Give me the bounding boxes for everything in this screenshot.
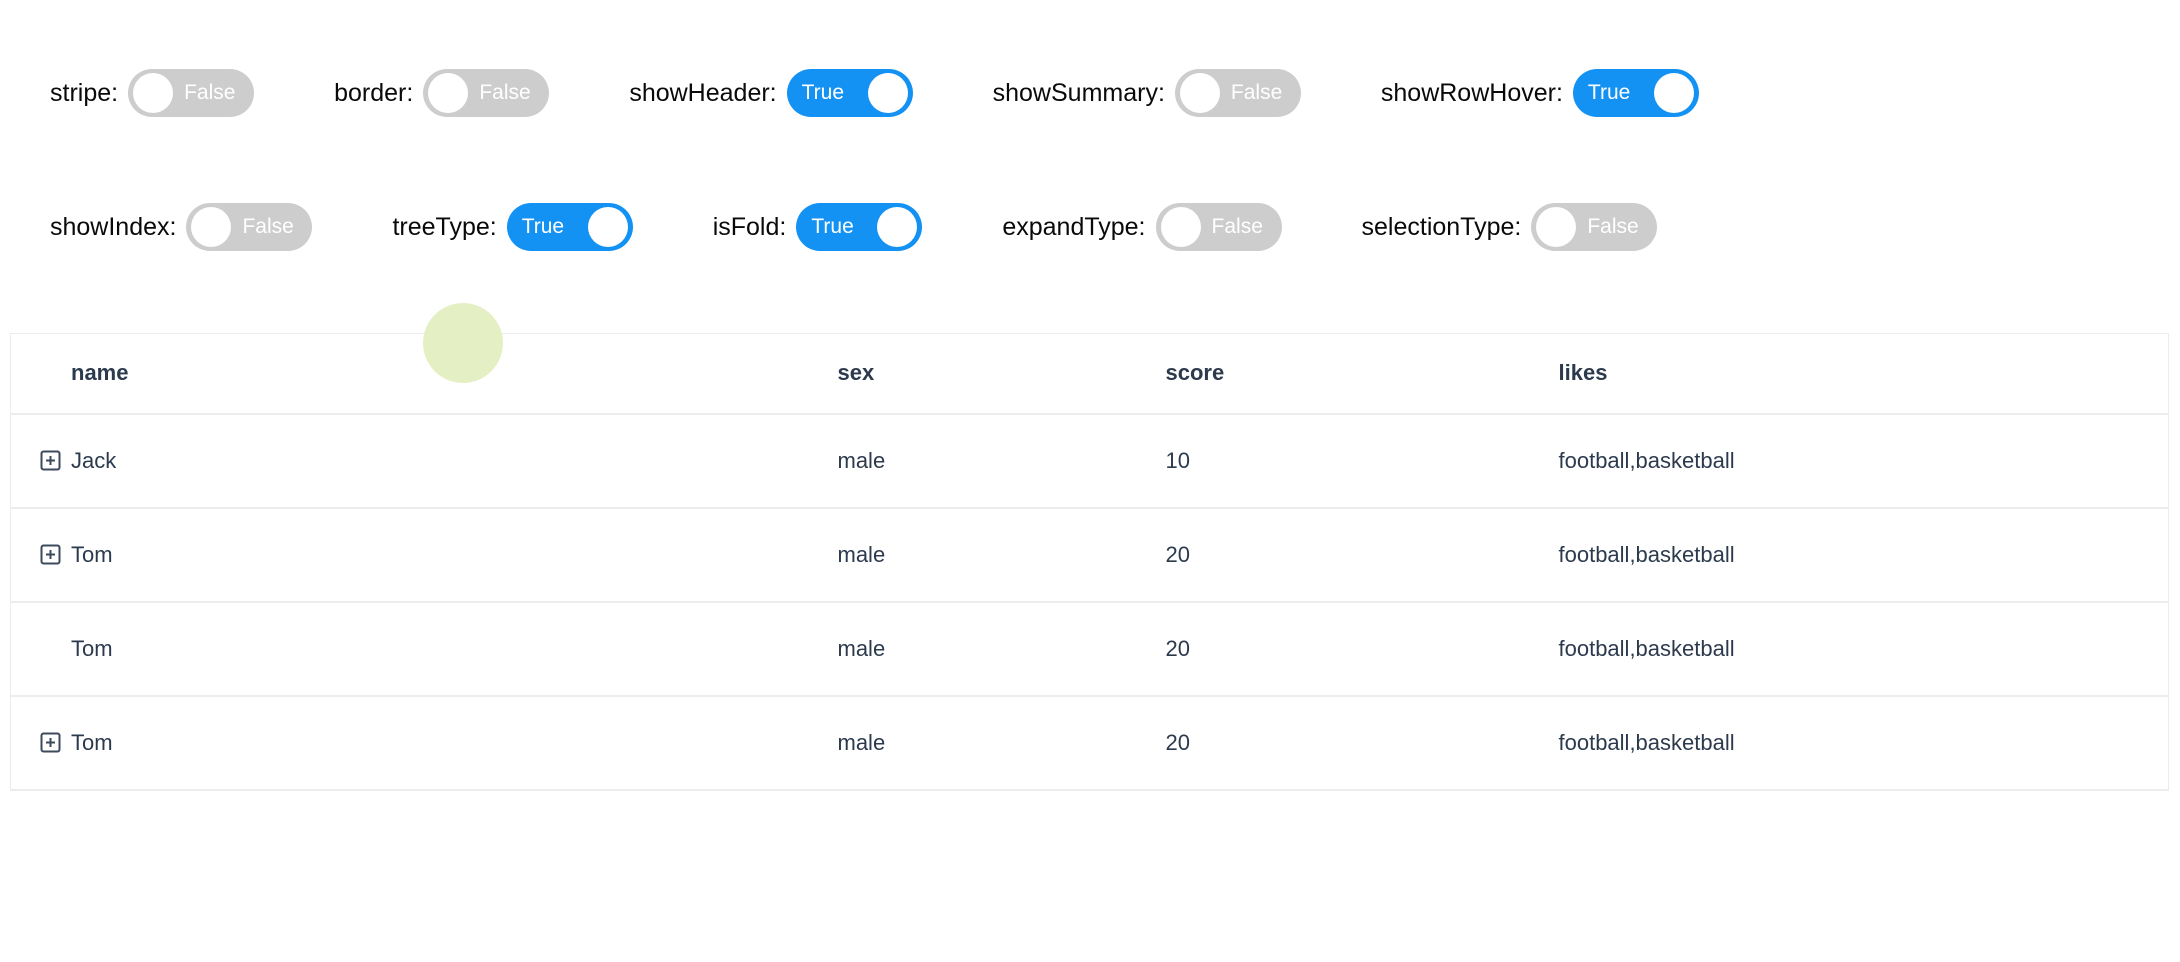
border-toggle[interactable]: False (423, 69, 550, 117)
toggle-value-label: False (479, 81, 531, 104)
cell-likes: football,basketball (1558, 729, 1735, 755)
control-label-is-fold: isFold: (712, 212, 787, 241)
toggle-knob (1179, 73, 1220, 113)
show-header-toggle[interactable]: True (786, 69, 913, 117)
expand-icon[interactable] (40, 450, 61, 471)
control-border: border: False (334, 69, 550, 117)
cell-name: Jack (71, 447, 117, 473)
toggle-value-label: False (184, 81, 236, 104)
cell-sex: male (837, 447, 886, 473)
table-row[interactable]: Tom male 20 football,basketball (10, 507, 2169, 603)
cell-score: 20 (1165, 541, 1190, 567)
stripe-toggle[interactable]: False (128, 69, 255, 117)
control-label-selection-type: selectionType: (1361, 212, 1522, 241)
controls-row-2: showIndex: False treeType: True isFold: … (50, 202, 1658, 252)
cell-sex: male (837, 729, 886, 755)
toggle-value-label: False (1587, 215, 1639, 238)
header-cell-sex: sex (827, 333, 1156, 415)
control-label-border: border: (334, 78, 414, 107)
control-selection-type: selectionType: False (1362, 203, 1658, 251)
header-cell-score: score (1155, 333, 1549, 415)
toggle-knob (1160, 207, 1201, 247)
toggle-value-label: True (811, 215, 854, 238)
toggle-knob (587, 207, 628, 247)
control-is-fold: isFold: True (713, 203, 923, 251)
control-show-header: showHeader: True (629, 69, 913, 117)
is-fold-toggle[interactable]: True (796, 203, 923, 251)
toggle-knob (1536, 207, 1577, 247)
show-index-toggle[interactable]: False (186, 203, 313, 251)
table-header-row: name sex score likes (10, 333, 2169, 415)
table-row[interactable]: Jack male 10 football,basketball (10, 413, 2169, 509)
control-label-expand-type: expandType: (1002, 212, 1146, 241)
selection-type-toggle[interactable]: False (1531, 203, 1658, 251)
header-cell-name: name (10, 333, 828, 415)
control-label-show-header: showHeader: (629, 78, 777, 107)
toggle-value-label: False (1211, 215, 1263, 238)
expand-type-toggle[interactable]: False (1155, 203, 1282, 251)
expand-icon[interactable] (40, 544, 61, 565)
control-show-row-hover: showRowHover: True (1381, 69, 1699, 117)
cell-sex: male (837, 541, 886, 567)
table-row[interactable]: Tom male 20 football,basketball (10, 601, 2169, 697)
cell-likes: football,basketball (1558, 447, 1735, 473)
controls-row-1: stripe: False border: False showHeader: … (50, 68, 1699, 118)
toggle-value-label: False (242, 215, 294, 238)
toggle-value-label: True (1587, 81, 1631, 104)
cell-score: 20 (1165, 729, 1190, 755)
table-row[interactable]: Tom male 20 football,basketball (10, 695, 2169, 791)
control-stripe: stripe: False (50, 69, 255, 117)
expand-icon[interactable] (40, 732, 61, 753)
control-label-show-index: showIndex: (50, 212, 177, 241)
cell-name: Tom (71, 729, 113, 755)
toggle-value-label: True (801, 81, 845, 104)
cell-likes: football,basketball (1558, 635, 1735, 661)
show-row-hover-toggle[interactable]: True (1572, 69, 1699, 117)
toggle-knob (133, 73, 174, 113)
data-table: name sex score likes Jack male 10 f (10, 333, 2169, 791)
control-show-index: showIndex: False (50, 203, 313, 251)
toggle-value-label: False (1230, 81, 1283, 104)
cell-name: Tom (71, 635, 113, 661)
control-show-summary: showSummary: False (993, 69, 1301, 117)
cell-likes: football,basketball (1558, 541, 1735, 567)
cell-score: 20 (1165, 635, 1190, 661)
control-expand-type: expandType: False (1002, 203, 1282, 251)
cell-sex: male (837, 635, 886, 661)
toggle-knob (191, 207, 232, 247)
header-cell-likes: likes (1548, 333, 2169, 415)
toggle-knob (428, 73, 469, 113)
control-label-show-summary: showSummary: (992, 78, 1165, 107)
toggle-knob (867, 73, 908, 113)
cell-score: 10 (1165, 447, 1190, 473)
tree-type-toggle[interactable]: True (506, 203, 633, 251)
control-label-tree-type: treeType: (392, 212, 497, 241)
toggle-value-label: True (521, 215, 565, 238)
cell-name: Tom (71, 541, 113, 567)
control-label-stripe: stripe: (50, 78, 119, 107)
toggle-knob (877, 207, 918, 247)
show-summary-toggle[interactable]: False (1174, 69, 1301, 117)
toggle-knob (1653, 73, 1694, 113)
control-label-show-row-hover: showRowHover: (1380, 78, 1563, 107)
tree-indent-spacer (40, 638, 61, 659)
control-tree-type: treeType: True (392, 203, 633, 251)
